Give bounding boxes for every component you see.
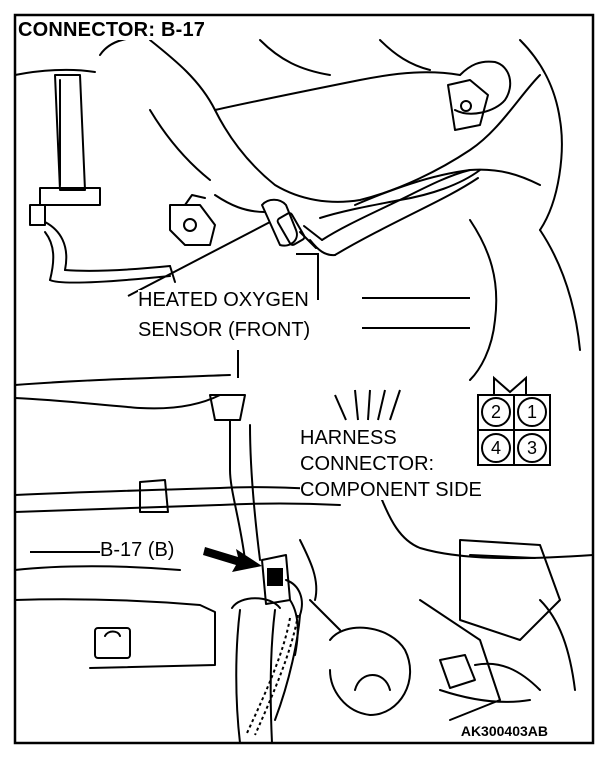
sensor-label-line2: SENSOR (FRONT) — [138, 319, 311, 341]
pin-label: 2 — [491, 402, 501, 422]
harness-label-line2: CONNECTOR: — [300, 453, 435, 475]
connector-pointer-arrow — [203, 547, 262, 572]
sensor-label-line1: HEATED OXYGEN — [138, 289, 309, 311]
connector-callout-label: B-17 (B) — [100, 539, 175, 561]
harness-label-line1: HARNESS — [300, 427, 397, 449]
pin-label: 4 — [491, 438, 501, 458]
connector-title: CONNECTOR: B-17 — [18, 19, 206, 41]
figure-code: AK300403AB — [460, 723, 548, 739]
pin-label: 1 — [527, 402, 537, 422]
pin-label: 3 — [527, 438, 537, 458]
harness-label-line3: COMPONENT SIDE — [300, 479, 482, 501]
